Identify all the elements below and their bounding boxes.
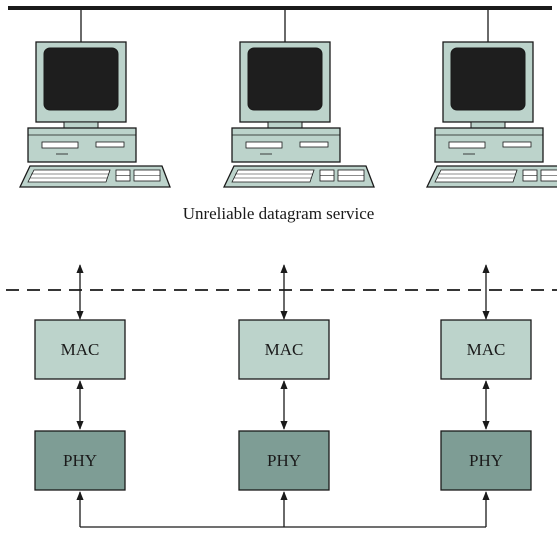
phy-box: PHY [440, 430, 532, 491]
mac-label: MAC [265, 340, 304, 359]
phy-box: PHY [34, 430, 126, 491]
computer-icon [426, 41, 557, 188]
mac-box: MAC [34, 319, 126, 380]
service-caption: Unreliable datagram service [182, 204, 375, 223]
phy-label: PHY [63, 451, 97, 470]
phy-label: PHY [267, 451, 301, 470]
mac-label: MAC [61, 340, 100, 359]
phy-label: PHY [469, 451, 503, 470]
mac-label: MAC [467, 340, 506, 359]
phy-box: PHY [238, 430, 330, 491]
computer-icon [19, 41, 171, 188]
mac-box: MAC [238, 319, 330, 380]
computer-icon [223, 41, 375, 188]
mac-box: MAC [440, 319, 532, 380]
